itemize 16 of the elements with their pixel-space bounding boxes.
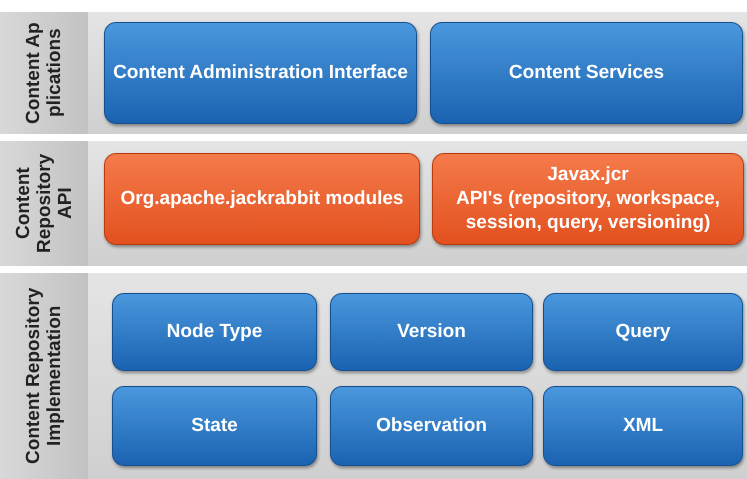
module-box: Content Services — [430, 22, 743, 124]
layer-band — [0, 141, 747, 266]
layer-band — [0, 273, 747, 479]
layer-label: Content Applications — [0, 12, 88, 134]
module-box: Version — [330, 293, 533, 371]
module-box: Content Administration Interface — [104, 22, 417, 124]
module-box: State — [112, 386, 317, 466]
layer-label: Content Repository Implementation — [0, 273, 88, 479]
module-box: Javax.jcr API's (repository, workspace, session, query, versioning) — [432, 153, 744, 245]
module-box: Node Type — [112, 293, 317, 371]
layer-label: Content Repository API — [0, 141, 88, 266]
module-box: XML — [543, 386, 743, 466]
layer-band — [0, 12, 747, 134]
module-box: Observation — [330, 386, 533, 466]
module-box: Query — [543, 293, 743, 371]
module-box: Org.apache.jackrabbit modules — [104, 153, 420, 245]
